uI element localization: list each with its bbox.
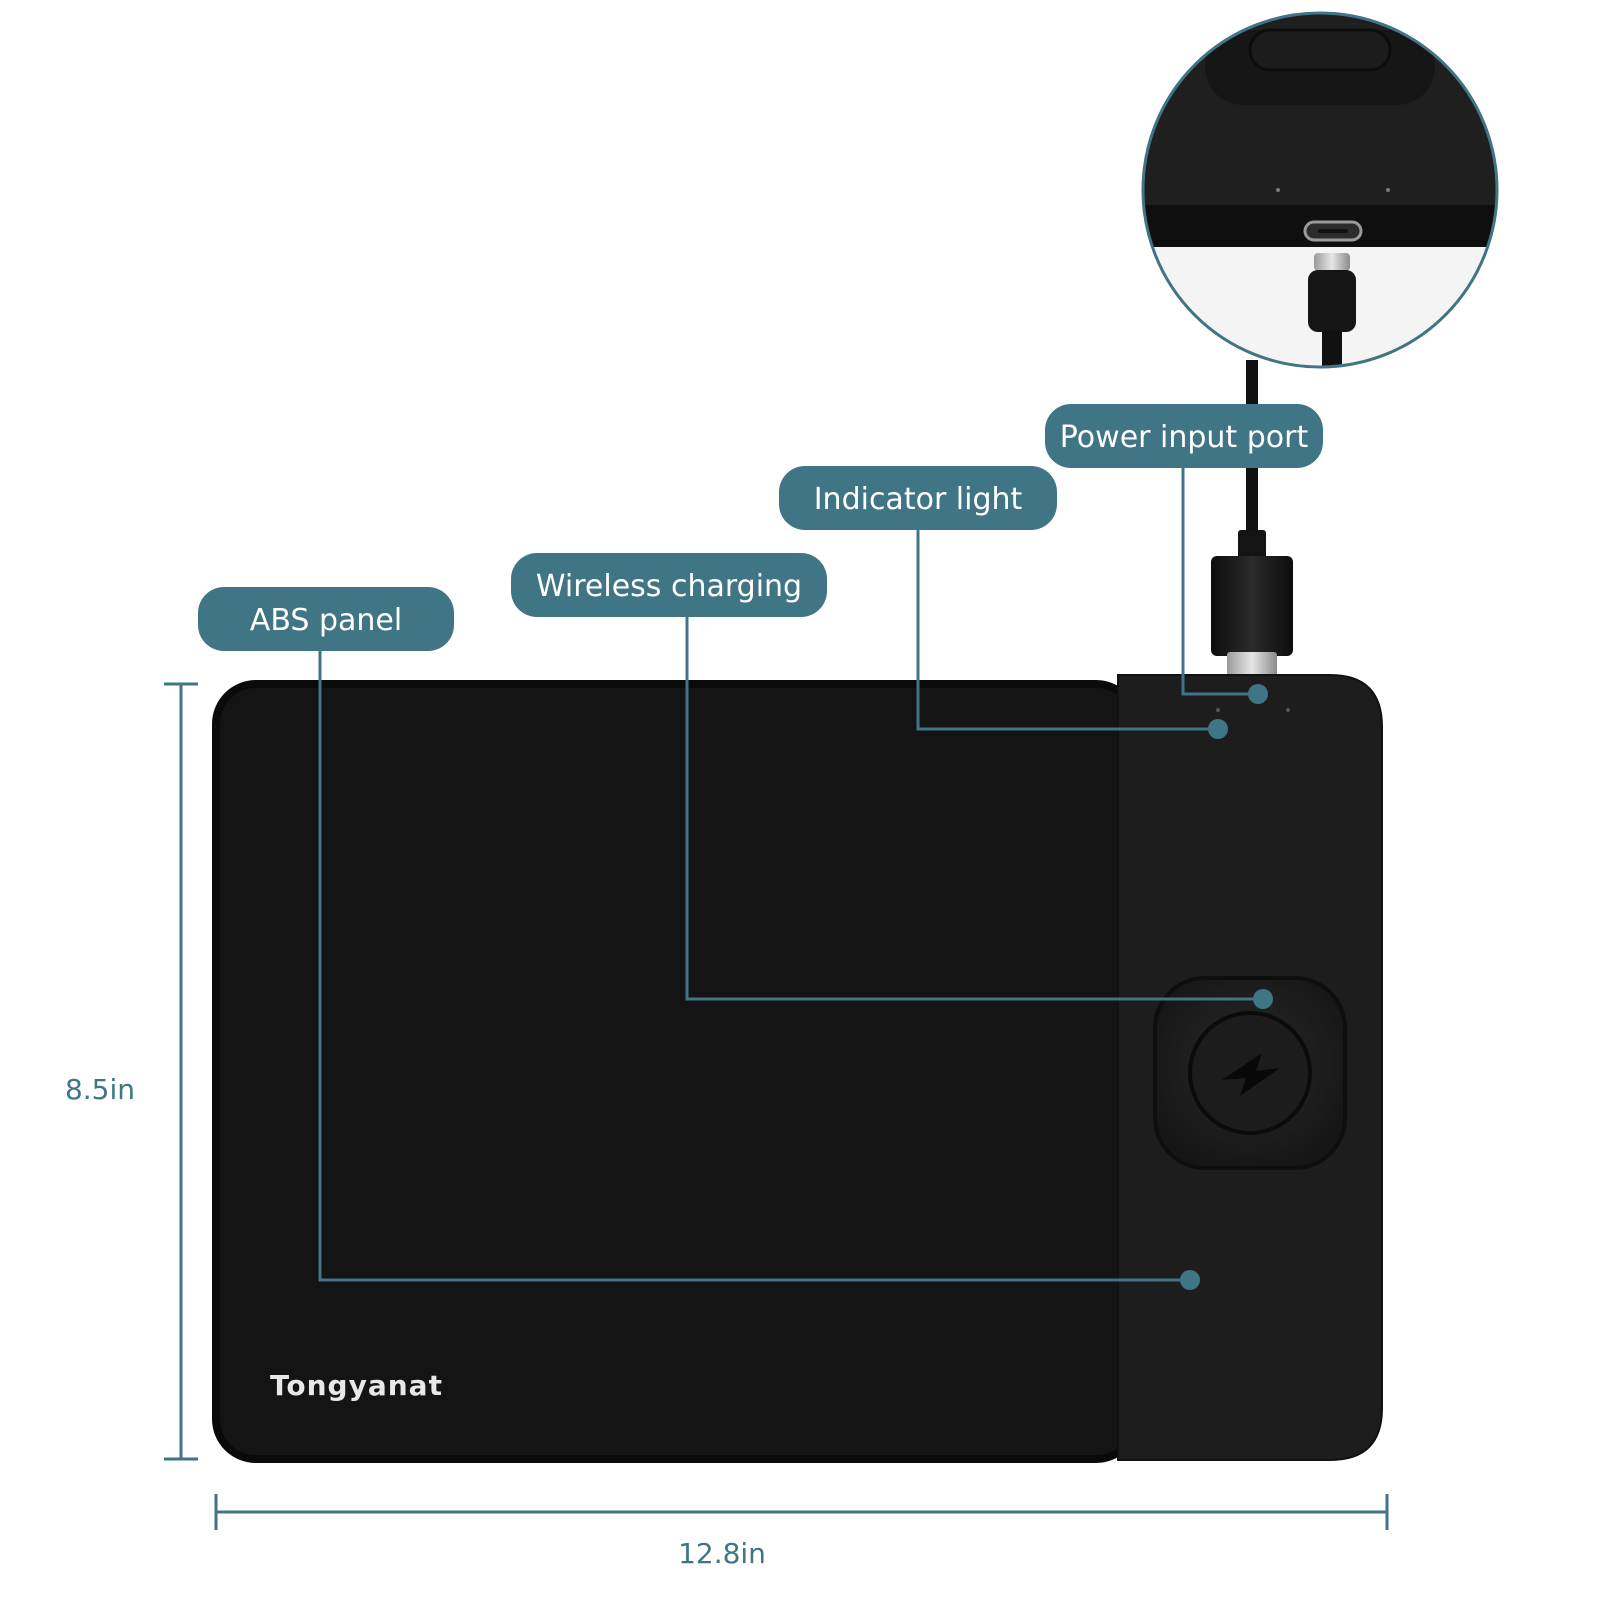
abs-panel-leader (318, 645, 1190, 1282)
lightning-bolt-icon (1222, 1053, 1280, 1096)
power-port-leader (1181, 466, 1258, 696)
indicator-dot (1216, 708, 1220, 712)
svg-text:Power input port: Power input port (1060, 420, 1309, 455)
leader-lines (318, 466, 1263, 1282)
port-zoom-view (1141, 11, 1499, 369)
width-dimension (214, 1494, 1389, 1530)
brand-logo: Tongyanat (270, 1369, 443, 1402)
callout-indicator-light: Indicator light (779, 466, 1057, 530)
width-label: 12.8in (678, 1537, 766, 1570)
svg-text:ABS panel: ABS panel (250, 603, 402, 638)
mouse-mat: Tongyanat (212, 680, 1140, 1463)
abs-charging-panel (1117, 674, 1383, 1461)
leader-endpoints (1180, 684, 1273, 1290)
indicator-light-point (1208, 719, 1228, 739)
svg-text:Wireless charging: Wireless charging (536, 569, 802, 604)
power-port-point (1248, 684, 1268, 704)
abs-panel-point (1180, 1270, 1200, 1290)
indicator-light-leader (916, 528, 1218, 731)
wireless-charging-point (1253, 989, 1273, 1009)
height-label: 8.5in (65, 1073, 135, 1106)
wireless-charging-leader (685, 615, 1263, 1001)
callout-power-input-port: Power input port (1045, 404, 1323, 468)
mat-surface (212, 680, 1140, 1463)
callout-abs-panel: ABS panel (198, 587, 454, 651)
indicator-dot-secondary (1286, 708, 1290, 712)
height-dimension (164, 682, 198, 1461)
callout-wireless-charging: Wireless charging (511, 553, 827, 617)
svg-text:Indicator light: Indicator light (814, 482, 1023, 517)
usb-c-icon (1314, 253, 1350, 271)
